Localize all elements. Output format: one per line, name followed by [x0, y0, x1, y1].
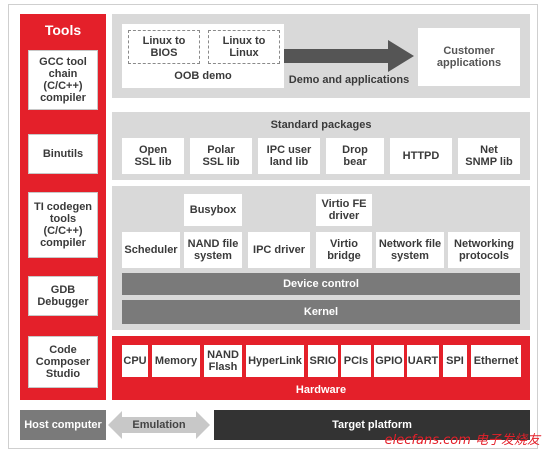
- watermark: elecfans.com 电子发烧友: [384, 433, 540, 448]
- hw-uart: UART: [407, 345, 439, 377]
- tool-gdb: GDB Debugger: [28, 276, 98, 316]
- hw-spi: SPI: [443, 345, 467, 377]
- tool-gcc: GCC tool chain (C/C++) compiler: [28, 50, 98, 110]
- demo-arrow: [284, 40, 414, 72]
- emulation-label: Emulation: [132, 419, 186, 431]
- busybox: Busybox: [184, 194, 242, 226]
- emulation-arrow: [108, 411, 210, 439]
- diagram-frame: [8, 4, 538, 449]
- pkg-httpd: HTTPD: [390, 138, 452, 174]
- pkg-netsnmp: Net SNMP lib: [458, 138, 520, 174]
- linux-to-bios: Linux to BIOS: [128, 30, 200, 64]
- virtio-bridge: Virtio bridge: [316, 232, 372, 268]
- pkg-openssl: Open SSL lib: [122, 138, 184, 174]
- hardware-label: Hardware: [295, 384, 347, 396]
- hw-nand-flash: NAND Flash: [204, 345, 242, 377]
- hw-cpu: CPU: [122, 345, 148, 377]
- tool-ccs: Code Composer Studio: [28, 336, 98, 388]
- virtio-fe-driver: Virtio FE driver: [316, 194, 372, 226]
- network-file-system: Network file system: [376, 232, 444, 268]
- hw-memory: Memory: [152, 345, 200, 377]
- hw-pcis: PCIs: [341, 345, 371, 377]
- scheduler: Scheduler: [122, 232, 180, 268]
- linux-to-linux: Linux to Linux: [208, 30, 280, 64]
- ipc-driver: IPC driver: [248, 232, 310, 268]
- hw-gpio: GPIO: [374, 345, 404, 377]
- nand-file-system: NAND file system: [184, 232, 242, 268]
- hw-ethernet: Ethernet: [471, 345, 521, 377]
- host-computer: Host computer: [20, 410, 106, 440]
- device-control-bar: Device control: [122, 273, 520, 295]
- hw-srio: SRIO: [308, 345, 338, 377]
- tool-ti-codegen: TI codegen tools (C/C++) compiler: [28, 192, 98, 258]
- tools-title: Tools: [44, 22, 82, 38]
- hw-hyperlink: HyperLink: [246, 345, 304, 377]
- pkg-polarssl: Polar SSL lib: [190, 138, 252, 174]
- pkg-ipc-userland: IPC user land lib: [258, 138, 320, 174]
- demo-applications-label: Demo and applications: [288, 74, 410, 86]
- pkg-dropbear: Drop bear: [326, 138, 384, 174]
- oob-demo-label: OOB demo: [174, 70, 232, 82]
- networking-protocols: Networking protocols: [448, 232, 520, 268]
- kernel-bar: Kernel: [122, 300, 520, 324]
- customer-applications: Customer applications: [418, 28, 520, 86]
- target-platform: Target platform: [214, 410, 530, 440]
- tool-binutils: Binutils: [28, 134, 98, 174]
- standard-packages-title: Standard packages: [270, 119, 372, 131]
